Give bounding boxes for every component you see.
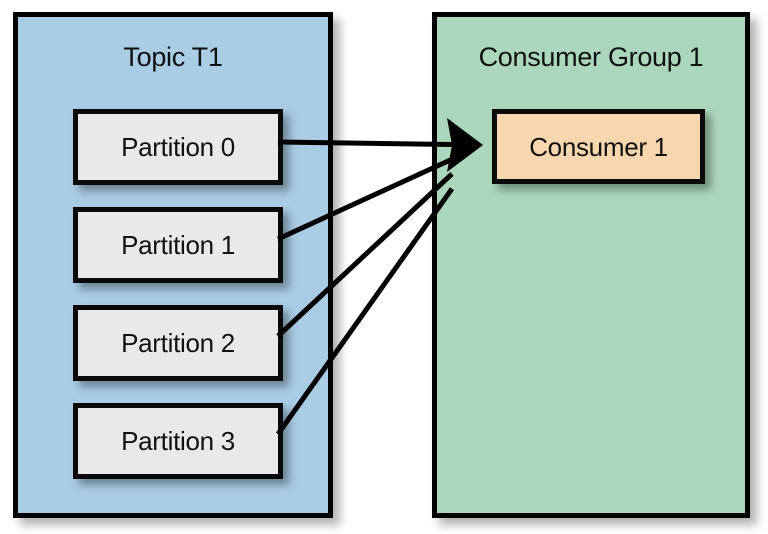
consumer-box-1[interactable]: Consumer 1 — [492, 109, 705, 184]
partition-label-1: Partition 1 — [121, 230, 235, 260]
partition-box-2[interactable]: Partition 2 — [73, 305, 283, 381]
consumer-label-1: Consumer 1 — [529, 131, 668, 162]
partition-box-3[interactable]: Partition 3 — [73, 403, 283, 479]
partition-label-2: Partition 2 — [121, 328, 235, 358]
topic-panel: Topic T1 Partition 0 Partition 1 Partiti… — [13, 12, 333, 518]
partition-box-0[interactable]: Partition 0 — [73, 109, 283, 185]
partition-label-3: Partition 3 — [121, 426, 235, 456]
partition-label-0: Partition 0 — [121, 132, 235, 162]
partition-box-1[interactable]: Partition 1 — [73, 207, 283, 283]
consumer-group-title: Consumer Group 1 — [478, 42, 704, 72]
topic-title: Topic T1 — [123, 42, 223, 72]
consumer-group-panel: Consumer Group 1 Consumer 1 — [432, 12, 750, 518]
